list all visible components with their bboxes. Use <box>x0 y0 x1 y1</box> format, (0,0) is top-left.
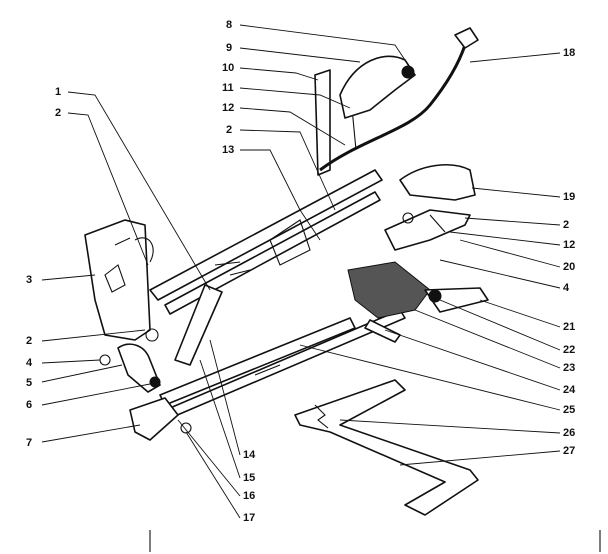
part-19-plate <box>399 164 476 201</box>
callout-6: 6 <box>26 399 32 411</box>
part-18-rod <box>319 44 467 172</box>
callout-22: 22 <box>563 344 575 356</box>
callout-15: 15 <box>243 472 255 484</box>
callout-23: 23 <box>563 362 575 374</box>
callout-11: 11 <box>222 82 234 94</box>
callout-27: 27 <box>563 445 575 457</box>
callout-26: 26 <box>563 427 575 439</box>
part-3-bracket-slots <box>104 237 131 293</box>
main-frame-lower-rail <box>164 191 381 315</box>
callout-4: 4 <box>563 282 570 294</box>
part-10-post <box>314 69 331 176</box>
callout-2: 2 <box>55 107 61 119</box>
part-24-link <box>364 319 401 343</box>
callout-12: 12 <box>222 102 234 114</box>
callout-13: 13 <box>222 144 234 156</box>
callout-8: 8 <box>226 19 232 31</box>
part-18-rod-end <box>454 27 479 49</box>
part-9-bracket <box>339 55 416 119</box>
callout-17: 17 <box>243 512 255 524</box>
part-27-lever <box>294 379 479 516</box>
callout-20: 20 <box>563 261 575 273</box>
part-3-bracket <box>84 219 151 341</box>
callout-10: 10 <box>222 62 234 74</box>
part-2-bushing-left <box>145 328 159 342</box>
callout-5: 5 <box>26 377 32 389</box>
callout-21: 21 <box>563 321 575 333</box>
callout-4: 4 <box>26 357 33 369</box>
callout-2: 2 <box>563 219 569 231</box>
part-20-lever <box>384 209 471 251</box>
callout-labels: 1 2 3 2 4 5 6 7 8 9 10 11 12 2 13 18 19 … <box>26 19 576 524</box>
callout-1: 1 <box>55 86 61 98</box>
main-frame-upper-rail <box>149 169 383 301</box>
part-7-clamp <box>129 397 179 441</box>
callout-16: 16 <box>243 490 255 502</box>
callout-7: 7 <box>26 437 32 449</box>
callout-2: 2 <box>226 124 232 136</box>
part-12-spring-right <box>429 214 446 233</box>
callout-24: 24 <box>563 384 576 396</box>
part-1-tube <box>174 284 223 366</box>
part-14-slot <box>254 364 281 376</box>
callout-3: 3 <box>26 274 32 286</box>
part-2-bushing-right <box>402 212 414 224</box>
callout-19: 19 <box>563 191 575 203</box>
callout-2: 2 <box>26 335 32 347</box>
parts-artwork <box>84 27 601 552</box>
callout-9: 9 <box>226 42 232 54</box>
callout-12: 12 <box>563 239 575 251</box>
leader-lines <box>41 24 561 519</box>
part-6-pivot <box>149 376 161 388</box>
main-frame-web <box>214 219 311 276</box>
part-22-pivot <box>428 289 442 303</box>
part-4-ring-left <box>99 354 111 366</box>
part-23-pedal-body <box>347 261 431 319</box>
callout-14: 14 <box>243 449 256 461</box>
part-17-screw <box>180 422 192 434</box>
part-5-lever <box>117 343 161 393</box>
callout-18: 18 <box>563 47 575 59</box>
callout-25: 25 <box>563 404 575 416</box>
part-3-hook <box>134 237 154 263</box>
part-8-nut <box>401 65 415 79</box>
part-26-spring <box>314 404 329 429</box>
